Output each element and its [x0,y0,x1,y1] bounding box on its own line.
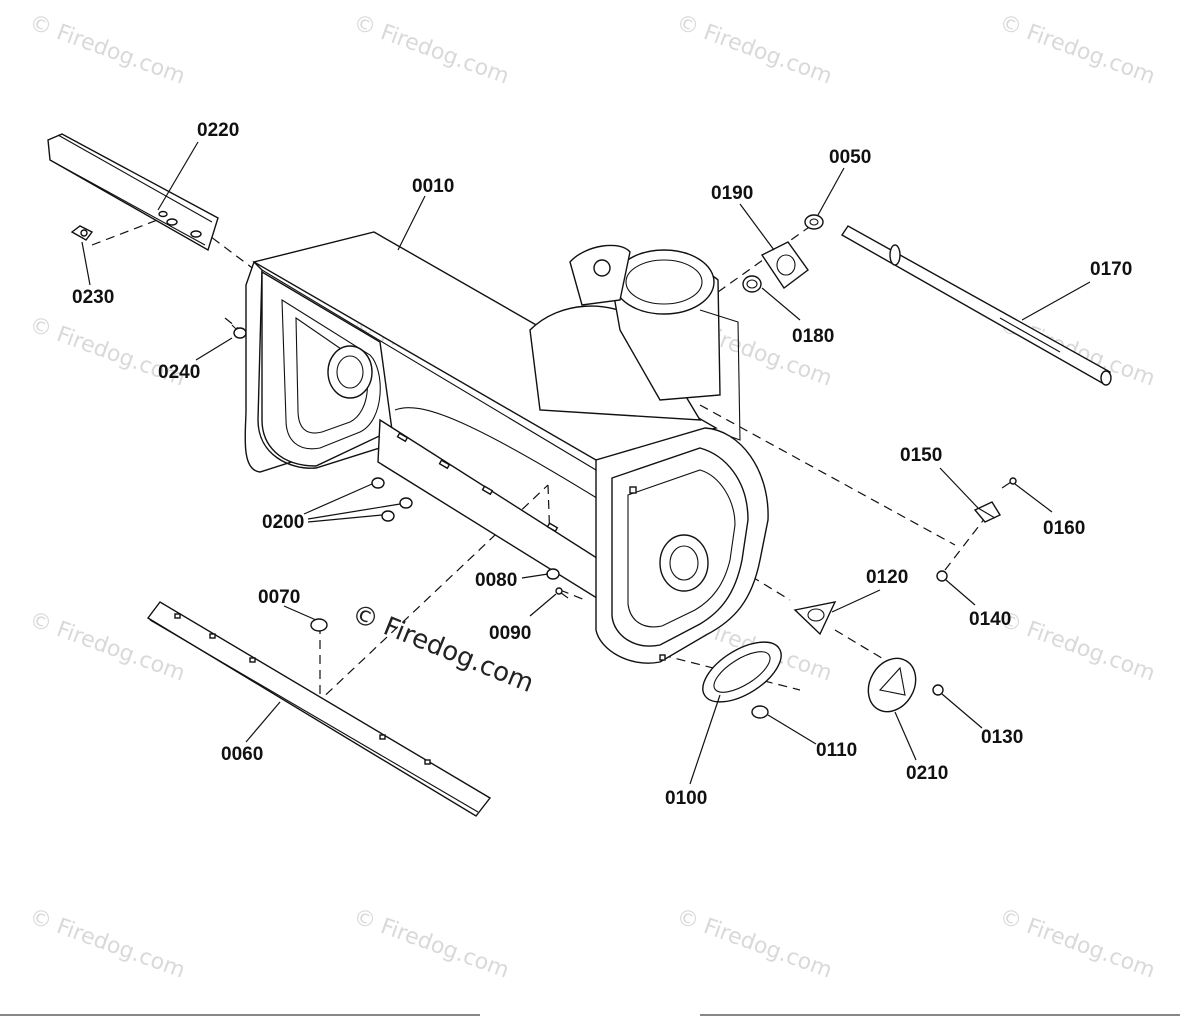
label-0150: 0150 [900,445,942,466]
part-0180-bearing [742,275,762,293]
watermark-layer: © Firedog.com © Firedog.com © Firedog.co… [26,10,1158,983]
watermark: © Firedog.com [673,904,835,983]
part-0100-housing [702,641,782,703]
part-0160-screw [1001,477,1017,489]
part-0210-cover [867,657,917,713]
watermark: © Firedog.com [996,904,1158,983]
label-0220: 0220 [197,120,239,141]
part-0140-nut [936,570,948,582]
assembly-lines [91,211,986,706]
part-0130-bolt [932,684,944,696]
part-0240-bolt [231,324,247,339]
label-0090: 0090 [489,623,531,644]
part-0230-wingnut [70,225,94,241]
part-0060-scraper [146,601,492,817]
part-0090-bolt [555,587,569,599]
part-0170-shaft [841,225,1112,386]
label-0200: 0200 [262,512,304,533]
part-0050-nut [804,214,824,230]
label-0110: 0110 [816,740,857,761]
label-0180: 0180 [792,326,834,347]
label-0080: 0080 [475,570,517,591]
watermark: © Firedog.com [996,607,1158,686]
label-0210: 0210 [906,763,948,784]
label-0240: 0240 [158,362,200,383]
watermark: © Firedog.com [350,10,512,89]
part-0110-nut [751,705,769,719]
label-0160: 0160 [1043,518,1085,539]
part-labels: 0220 0010 0230 0240 0050 0190 0180 0170 … [72,120,1132,809]
label-0050: 0050 [829,147,871,168]
watermark: © Firedog.com [996,10,1158,89]
leader-lines [81,141,1091,785]
part-0120-bushing [793,601,837,636]
part-0070-bolt [310,618,328,632]
label-0010: 0010 [412,176,454,197]
part-0010-housing [244,231,769,664]
part-0200-bolts [371,477,413,522]
part-0150-bracket [973,501,1002,523]
label-0190: 0190 [711,183,753,204]
part-0190-flange [760,241,809,290]
label-0120: 0120 [866,567,908,588]
part-0220-strip [47,133,219,252]
watermark: © Firedog.com [26,904,188,983]
label-0230: 0230 [72,287,114,308]
label-0170: 0170 [1090,259,1132,280]
watermark: © Firedog.com [350,904,512,983]
label-0130: 0130 [981,727,1023,748]
center-watermark: © Firedog.com [347,599,538,699]
watermark: © Firedog.com [673,10,835,89]
watermark: © Firedog.com [26,10,188,89]
label-0060: 0060 [221,744,263,765]
label-0100: 0100 [665,788,707,809]
part-0080-nut [546,568,560,580]
label-0140: 0140 [969,609,1011,630]
label-0070: 0070 [258,587,300,608]
